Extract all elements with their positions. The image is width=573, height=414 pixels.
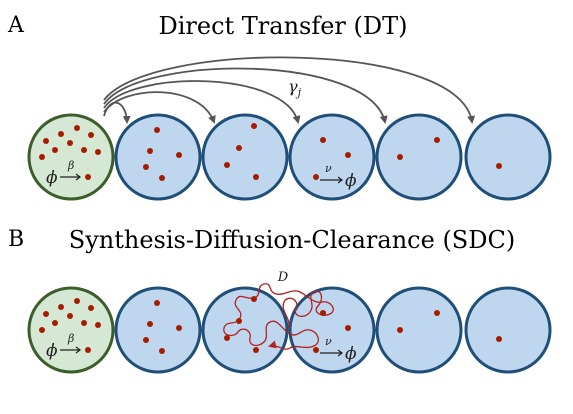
particle xyxy=(43,138,49,144)
source-arrow xyxy=(60,346,81,354)
transfer-arrow-5 xyxy=(103,56,476,124)
particle xyxy=(154,300,160,306)
panel-a-title: Direct Transfer (DT) xyxy=(158,12,407,40)
coupling-gamma-label: γj xyxy=(288,77,302,99)
decay-arrow xyxy=(320,176,343,184)
particle xyxy=(85,174,91,180)
decay-phi: ϕ xyxy=(345,171,357,191)
particle xyxy=(159,175,165,181)
particle xyxy=(154,127,160,133)
particle xyxy=(67,313,73,319)
particle xyxy=(95,322,101,328)
particle xyxy=(39,154,45,160)
particle xyxy=(434,137,440,143)
particle xyxy=(496,336,502,342)
cell-5 xyxy=(464,113,552,201)
decay-nu: ν xyxy=(325,162,332,175)
particle xyxy=(313,347,319,353)
particle xyxy=(251,296,257,302)
particle xyxy=(320,137,326,143)
source-phi: ϕ xyxy=(46,341,58,361)
particle xyxy=(58,304,64,310)
particle xyxy=(58,131,64,137)
source-reaction-a: ϕ β xyxy=(46,159,81,188)
particle xyxy=(52,320,58,326)
panel-a-letter: A xyxy=(7,13,25,38)
transfer-arrow-2 xyxy=(103,91,216,124)
particle xyxy=(147,148,153,154)
particle xyxy=(434,310,440,316)
particle xyxy=(397,327,403,333)
particle xyxy=(74,125,80,131)
cell-2 xyxy=(201,113,289,201)
particle xyxy=(236,318,242,324)
particle xyxy=(176,152,182,158)
particle xyxy=(251,123,257,129)
particle xyxy=(74,298,80,304)
cell-3 xyxy=(288,113,376,201)
diffusion-label: D xyxy=(277,270,289,285)
cell-2 xyxy=(201,286,289,374)
particle xyxy=(345,152,351,158)
cell-1 xyxy=(114,113,202,201)
particle xyxy=(88,305,94,311)
cell-1 xyxy=(114,286,202,374)
particle xyxy=(176,325,182,331)
source-beta: β xyxy=(67,332,74,345)
panel-a: A Direct Transfer (DT) γj xyxy=(7,12,552,201)
particle xyxy=(345,325,351,331)
panel-b-title: Synthesis-Diffusion-Clearance (SDC) xyxy=(69,226,515,254)
particle xyxy=(143,164,149,170)
particle xyxy=(224,162,230,168)
particle xyxy=(147,321,153,327)
particle xyxy=(88,132,94,138)
cell-4 xyxy=(375,113,463,201)
particle xyxy=(81,147,87,153)
particle xyxy=(85,347,91,353)
particle xyxy=(313,174,319,180)
particle xyxy=(81,320,87,326)
decay-reaction-a: ν ϕ xyxy=(320,162,357,191)
panel-b: B Synthesis-Diffusion-Clearance (SDC) D xyxy=(8,226,552,374)
particle xyxy=(67,140,73,146)
source-beta: β xyxy=(67,159,74,172)
particles-a xyxy=(39,123,502,181)
transfer-arrow-3 xyxy=(103,80,301,124)
particle xyxy=(143,337,149,343)
diffusion-trajectory xyxy=(223,283,334,350)
transfer-arrow-1 xyxy=(103,101,131,124)
decay-arrow xyxy=(320,349,343,357)
cell-3 xyxy=(288,286,376,374)
decay-phi: ϕ xyxy=(345,344,357,364)
particle xyxy=(39,327,45,333)
particle xyxy=(236,145,242,151)
particle xyxy=(224,335,230,341)
particle xyxy=(496,163,502,169)
transfer-arrows xyxy=(103,56,476,124)
cell-5 xyxy=(464,286,552,374)
decay-nu: ν xyxy=(325,335,332,348)
particle xyxy=(52,147,58,153)
source-phi: ϕ xyxy=(46,168,58,188)
source-reaction-b: ϕ β xyxy=(46,332,81,361)
particle xyxy=(253,347,259,353)
particle xyxy=(43,311,49,317)
decay-reaction-b: ν ϕ xyxy=(320,335,357,364)
particle xyxy=(159,348,165,354)
particle xyxy=(95,149,101,155)
particles-b xyxy=(39,296,502,354)
source-arrow xyxy=(60,173,81,181)
particle xyxy=(397,154,403,160)
panel-b-letter: B xyxy=(8,227,24,252)
particle xyxy=(320,310,326,316)
particle xyxy=(253,174,259,180)
cell-4 xyxy=(375,286,463,374)
transfer-arrow-4 xyxy=(103,67,388,124)
